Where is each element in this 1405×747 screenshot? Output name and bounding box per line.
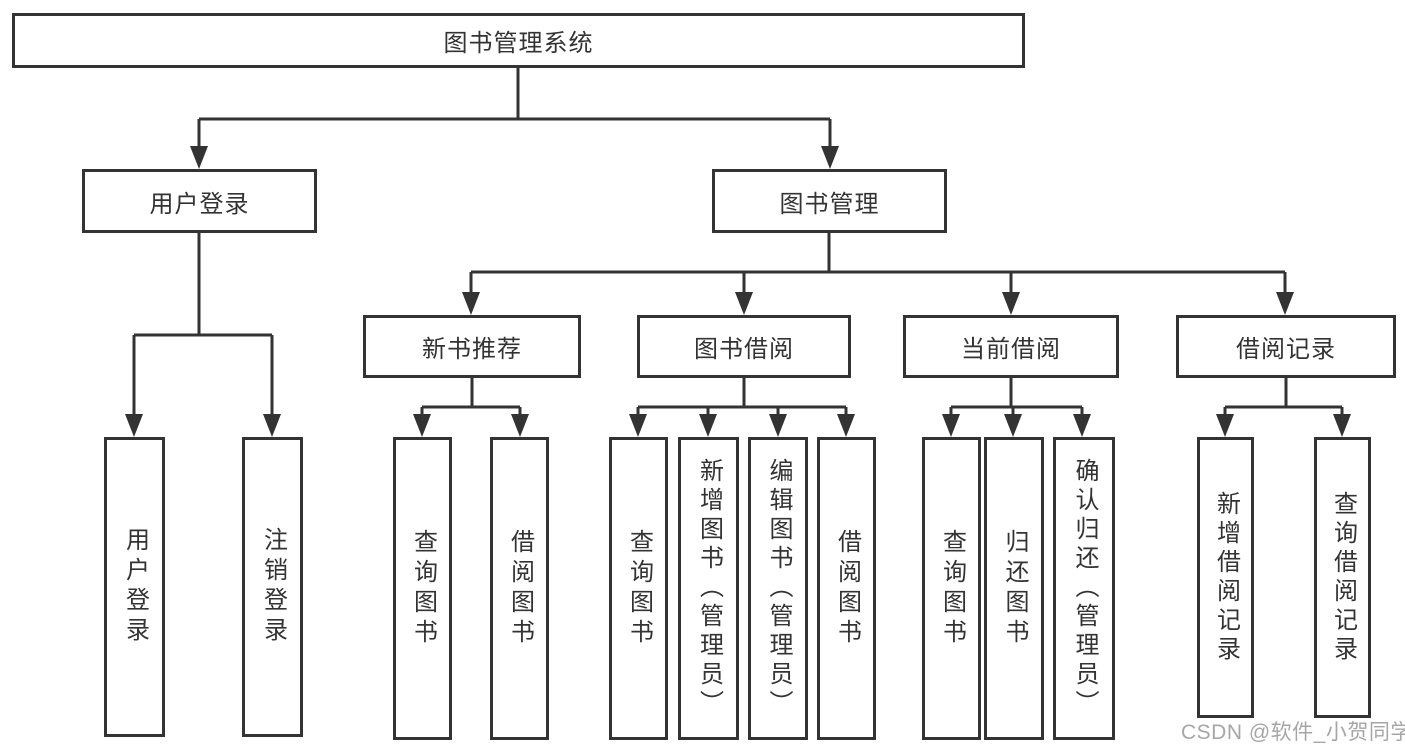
node-borrow-records: 借阅记录 bbox=[1176, 315, 1396, 378]
node-leaf-logout: 注销登录 bbox=[242, 437, 303, 737]
node-leaf-borrow-book-2: 借阅图书 bbox=[817, 437, 876, 740]
csdn-watermark: CSDN @软件_小贺同学 bbox=[1181, 721, 1405, 744]
node-leaf-borrow-book-1: 借阅图书 bbox=[490, 437, 549, 740]
node-leaf-add-book-admin: 新增图书（管理员） bbox=[678, 437, 739, 740]
node-book-borrow: 图书借阅 bbox=[637, 315, 851, 378]
node-leaf-add-borrow-record: 新增借阅记录 bbox=[1197, 437, 1254, 718]
node-leaf-query-book-2: 查询图书 bbox=[609, 437, 668, 740]
node-leaf-query-book-1: 查询图书 bbox=[393, 437, 452, 740]
node-leaf-return-book: 归还图书 bbox=[984, 437, 1044, 740]
node-user-login: 用户登录 bbox=[82, 169, 317, 233]
node-current-borrow: 当前借阅 bbox=[903, 315, 1119, 378]
node-new-book-recommend: 新书推荐 bbox=[363, 315, 581, 378]
node-leaf-confirm-return-admin: 确认归还（管理员） bbox=[1053, 437, 1115, 740]
node-library-system: 图书管理系统 bbox=[12, 13, 1025, 68]
node-leaf-edit-book-admin: 编辑图书（管理员） bbox=[748, 437, 808, 740]
node-book-management: 图书管理 bbox=[712, 169, 947, 233]
node-leaf-user-login: 用户登录 bbox=[104, 437, 165, 737]
node-leaf-query-borrow-record: 查询借阅记录 bbox=[1314, 437, 1371, 718]
node-leaf-query-book-3: 查询图书 bbox=[922, 437, 981, 740]
